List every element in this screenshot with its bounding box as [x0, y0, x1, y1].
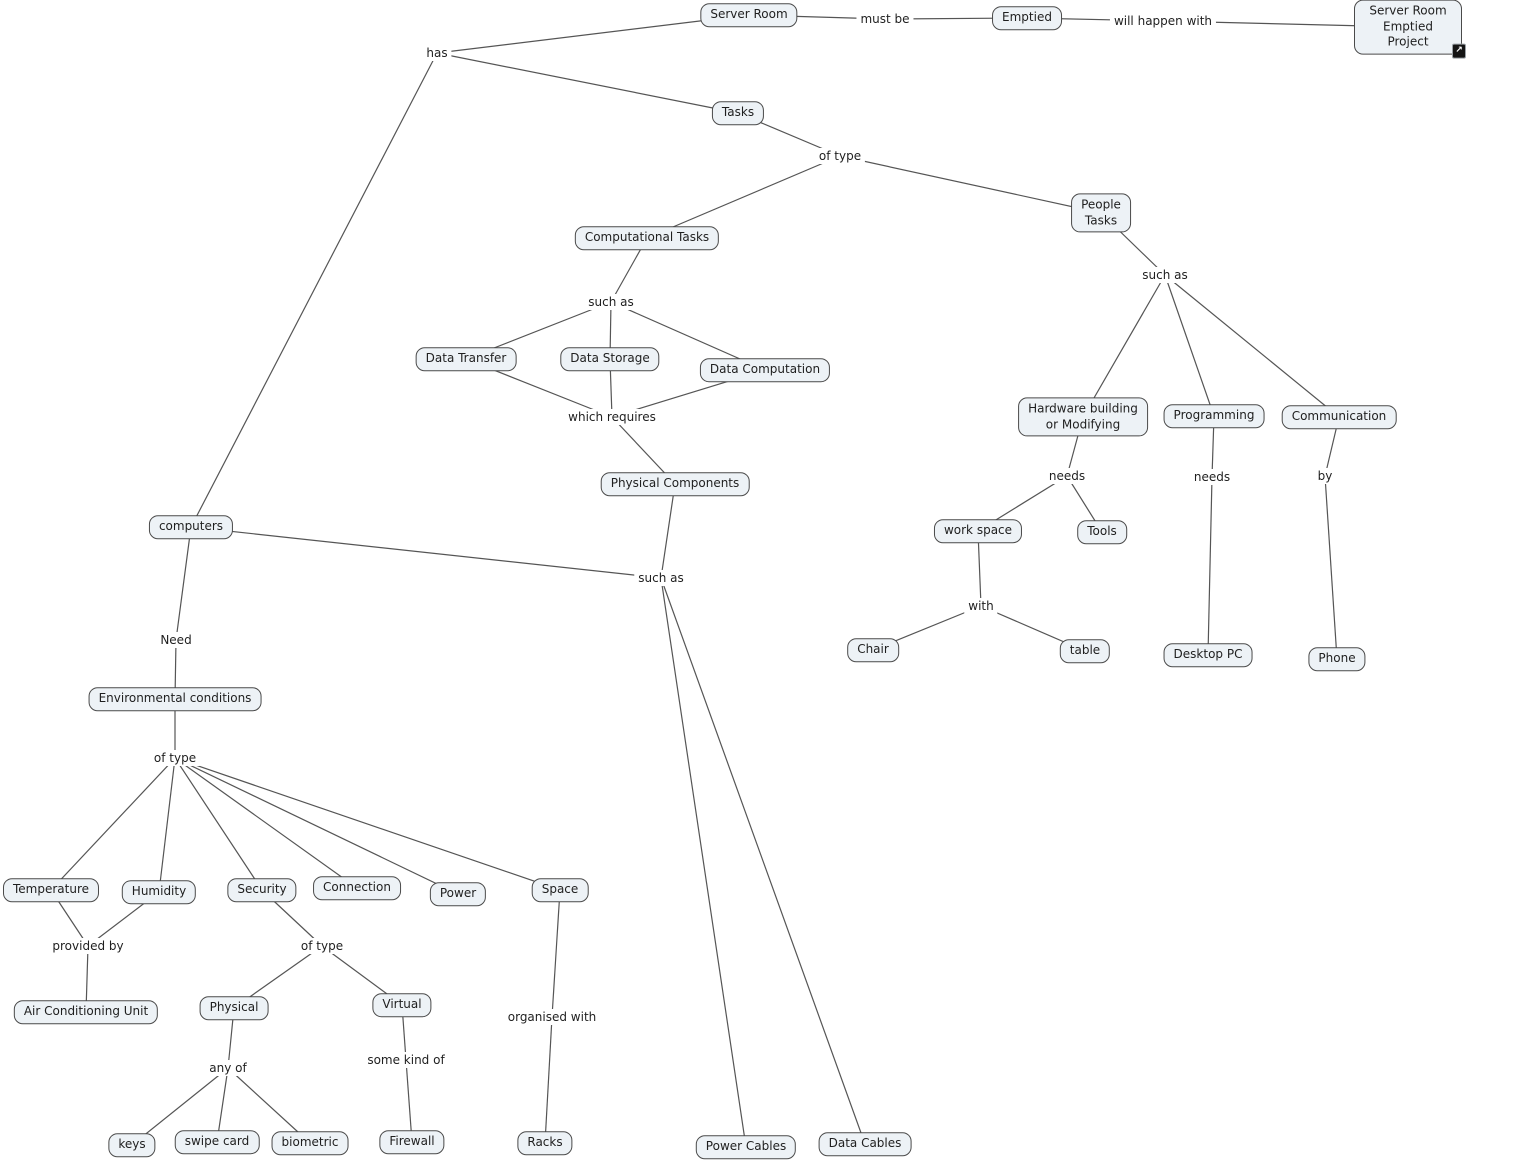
link-label-any-of[interactable]: any of: [205, 1060, 251, 1076]
link-label-such-as-people[interactable]: such as: [1138, 267, 1192, 283]
concept-power[interactable]: Power: [429, 882, 487, 906]
concept-server-room-emptied-project[interactable]: Server Room Emptied Project↗: [1354, 0, 1466, 59]
link-label-by[interactable]: by: [1313, 468, 1337, 484]
concept-environmental-conditions[interactable]: Environmental conditions: [88, 687, 262, 711]
edge-of-type-environmental--space: [174, 757, 561, 891]
edge-such-as-people--hardware-building-or-modifying: [1082, 274, 1166, 418]
link-label-such-as-components[interactable]: such as: [634, 570, 688, 586]
edge-space--organised-with: [551, 889, 561, 1018]
edge-has--computers: [190, 52, 438, 528]
edge-such-as-components--data-cables: [660, 577, 866, 1145]
link-label-such-as-computational[interactable]: such as: [584, 294, 638, 310]
concept-keys[interactable]: keys: [108, 1133, 156, 1157]
concept-desktop-pc[interactable]: Desktop PC: [1163, 643, 1253, 667]
edge-any-of--keys: [131, 1067, 229, 1146]
link-label-must-be[interactable]: must be: [856, 11, 914, 27]
concept-programming[interactable]: Programming: [1163, 404, 1265, 428]
edge-such-as-components--power-cables: [660, 577, 747, 1148]
concept-data-cables[interactable]: Data Cables: [818, 1132, 912, 1156]
edge-organised-with--racks: [544, 1016, 553, 1144]
concept-physical[interactable]: Physical: [199, 996, 269, 1020]
link-label-will-happen-with[interactable]: will happen with: [1109, 13, 1217, 29]
resource-link-icon[interactable]: ↗: [1452, 43, 1466, 59]
concept-data-transfer[interactable]: Data Transfer: [415, 347, 517, 371]
concept-people-tasks[interactable]: People Tasks: [1071, 193, 1131, 233]
edge-any-of--swipe-card: [216, 1067, 229, 1143]
concept-data-computation[interactable]: Data Computation: [699, 358, 831, 382]
edge-has--tasks: [436, 52, 739, 114]
concept-air-conditioning-unit[interactable]: Air Conditioning Unit: [13, 1000, 159, 1024]
concept-biometric[interactable]: biometric: [271, 1131, 349, 1155]
edge-of-type-environmental--connection: [174, 757, 358, 889]
concept-racks[interactable]: Racks: [517, 1131, 573, 1155]
edge-such-as-people--programming: [1164, 274, 1215, 417]
link-label-with[interactable]: with: [964, 598, 998, 614]
edge-of-type-environmental--humidity: [158, 757, 176, 893]
concept-swipe-card[interactable]: swipe card: [174, 1130, 260, 1154]
edge-physical-components--such-as-components: [660, 483, 676, 579]
concept-tools[interactable]: Tools: [1077, 520, 1127, 544]
concept-phone[interactable]: Phone: [1308, 647, 1366, 671]
edge-computers--need: [175, 526, 192, 641]
concept-computational-tasks[interactable]: Computational Tasks: [574, 226, 720, 250]
edge-needs-programming--desktop-pc: [1207, 476, 1213, 656]
edge-some-kind-of--firewall: [405, 1059, 413, 1143]
link-label-provided-by[interactable]: provided by: [48, 938, 128, 954]
concept-temperature[interactable]: Temperature: [2, 878, 100, 902]
concept-server-room[interactable]: Server Room: [700, 3, 798, 27]
edge-of-type-tasks--computational-tasks: [646, 155, 841, 239]
concept-firewall[interactable]: Firewall: [379, 1130, 445, 1154]
link-label-which-requires[interactable]: which requires: [564, 409, 660, 425]
concept-security[interactable]: Security: [227, 878, 297, 902]
concept-communication[interactable]: Communication: [1281, 405, 1397, 429]
concept-hardware-building-or-modifying[interactable]: Hardware building or Modifying: [1018, 397, 1148, 437]
edge-such-as-people--communication: [1164, 274, 1340, 418]
edge-server-room--has: [436, 14, 750, 54]
concept-virtual[interactable]: Virtual: [372, 993, 432, 1017]
edge-work-space--with: [977, 530, 982, 607]
concept-data-storage[interactable]: Data Storage: [560, 347, 660, 371]
edge-by--phone: [1324, 475, 1338, 660]
edge-of-type-environmental--security: [174, 757, 263, 891]
concept-power-cables[interactable]: Power Cables: [695, 1135, 797, 1159]
edge-of-type-environmental--temperature: [50, 757, 176, 891]
concept-work-space[interactable]: work space: [933, 519, 1023, 543]
edge-any-of--biometric: [227, 1067, 311, 1144]
link-label-need[interactable]: Need: [156, 632, 196, 648]
link-label-of-type-security[interactable]: of type: [296, 938, 348, 954]
concept-physical-components[interactable]: Physical Components: [600, 472, 750, 496]
link-label-of-type-environmental[interactable]: of type: [149, 750, 201, 766]
edge-of-type-environmental--power: [174, 757, 459, 895]
edge-of-type-tasks--people-tasks: [839, 155, 1102, 214]
link-label-organised-with[interactable]: organised with: [503, 1009, 601, 1025]
concept-chair[interactable]: Chair: [847, 638, 899, 662]
concept-table[interactable]: table: [1059, 639, 1111, 663]
concept-computers[interactable]: computers: [148, 515, 234, 539]
link-label-needs-programming[interactable]: needs: [1189, 469, 1235, 485]
link-label-of-type-tasks[interactable]: of type: [814, 148, 866, 164]
edge-computers--such-as-components: [190, 526, 662, 579]
concept-connection[interactable]: Connection: [313, 876, 401, 900]
concept-humidity[interactable]: Humidity: [121, 880, 197, 904]
link-label-some-kind-of[interactable]: some kind of: [363, 1052, 449, 1068]
link-label-has[interactable]: has: [422, 45, 452, 61]
concept-tasks[interactable]: Tasks: [711, 101, 765, 125]
link-label-needs-hardware[interactable]: needs: [1044, 468, 1090, 484]
concept-space[interactable]: Space: [531, 878, 589, 902]
concept-emptied[interactable]: Emptied: [992, 6, 1062, 30]
